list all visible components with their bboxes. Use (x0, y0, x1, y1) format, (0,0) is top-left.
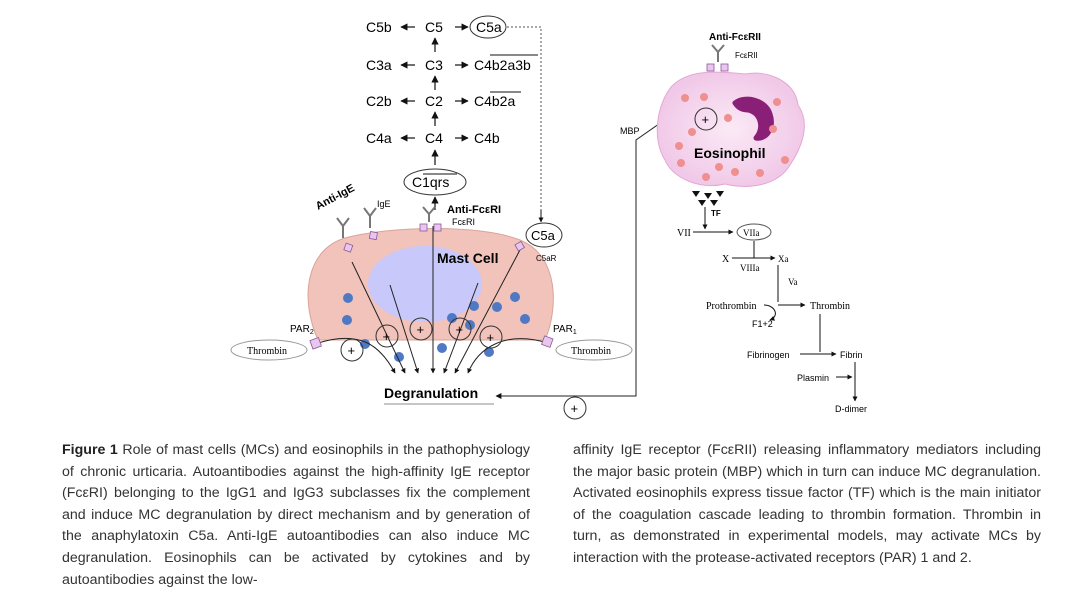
xa-label: Xa (778, 254, 789, 264)
plus-sign: + (571, 401, 579, 416)
c5a-badge-label: C5a (531, 228, 556, 243)
plus-sign: + (348, 343, 356, 358)
plasmin-label: Plasmin (797, 373, 829, 383)
mbp-feedback: MBP + (495, 111, 677, 420)
c1qrs-label: C1qrs (412, 174, 449, 190)
eosinophil-granules (675, 93, 789, 181)
eosinophil: + Eosinophil Anti-FcεRII FcεRII (656, 32, 805, 187)
viia-ellipse (736, 223, 772, 241)
mast-cell: Mast Cell + + (230, 182, 633, 405)
ddimer-label: D-dimer (835, 404, 867, 414)
eosinophil-nucleus (732, 96, 774, 141)
fcerii-receptors (706, 63, 729, 72)
fcerii-label: FcεRII (735, 51, 758, 60)
fibrin-label: Fibrin (840, 350, 863, 360)
antibody-icon (711, 44, 725, 62)
anti-fcerii-label: Anti-FcεRII (709, 32, 761, 43)
f12-label: F1+2 (752, 319, 773, 329)
c4b-label: C4b (474, 130, 500, 146)
fibrinogen-label: Fibrinogen (747, 350, 790, 360)
eosinophil-body (656, 71, 805, 187)
viiia-label: VIIIa (740, 263, 760, 273)
plus-circles: + + + + + (340, 317, 503, 362)
activation-lines (317, 226, 549, 374)
eosinophil-title: Eosinophil (694, 145, 766, 161)
anti-ige-label: Anti-IgE (314, 182, 357, 212)
c4b2a3b-label: C4b2a3b (474, 57, 531, 73)
c3a-label: C3a (366, 57, 392, 73)
complement-cascade: C5b C5 C5a C3a C3 C4b2a3b C2b C2 C4b2a C… (366, 15, 544, 223)
caption-right-column: affinity IgE receptor (FcεRII) releasing… (573, 440, 1041, 570)
caption-text-right: affinity IgE receptor (FcεRII) releasing… (573, 442, 1041, 566)
figure-label: Figure 1 (62, 442, 118, 458)
anti-fceri-label: Anti-FcεRI (447, 204, 501, 216)
c5a-dotted-path (507, 26, 542, 219)
plus-sign: + (487, 330, 495, 345)
par2-label: PAR2 (290, 324, 314, 336)
c1qrs-ellipse (403, 168, 467, 196)
pathophysiology-diagram: C5b C5 C5a C3a C3 C4b2a3b C2b C2 C4b2a C… (230, 15, 867, 420)
prothrombin-label: Prothrombin (706, 301, 757, 312)
thrombin-right-ellipse (555, 339, 633, 361)
ige-label: IgE (377, 199, 391, 209)
c5b-label: C5b (366, 19, 392, 35)
c4a-label: C4a (366, 130, 392, 146)
thrombin-left-ellipse (230, 339, 308, 361)
c5a-badge (525, 222, 563, 248)
va-label: Va (788, 277, 798, 287)
caption-left-column: Figure 1 Role of mast cells (MCs) and eo… (62, 440, 530, 591)
degranulation-label: Degranulation (384, 385, 478, 401)
c4b2a-label: C4b2a (474, 93, 515, 109)
c3-label: C3 (425, 57, 443, 73)
thrombin-right-label: Thrombin (571, 346, 611, 357)
mast-cell-title: Mast Cell (437, 250, 498, 266)
c5a-label: C5a (476, 19, 502, 35)
plus-sign: + (456, 322, 464, 337)
x-label: X (722, 254, 730, 265)
plus-sign: + (417, 322, 425, 337)
viia-label: VIIa (743, 228, 760, 238)
mast-cell-nucleus (368, 246, 482, 322)
c5-label: C5 (425, 19, 443, 35)
tf-label: TF (711, 209, 721, 218)
c5a-ellipse (469, 15, 507, 39)
fceri-label: FcεRI (452, 217, 475, 227)
par1-label: PAR1 (553, 324, 577, 336)
thrombin-label: Thrombin (810, 301, 850, 312)
mbp-label: MBP (620, 126, 640, 136)
antibody-icon (336, 206, 436, 238)
c2-label: C2 (425, 93, 443, 109)
coagulation-cascade: TF VII VIIa X VIIIa Xa Va Prothrombin Th… (677, 191, 867, 414)
vii-label: VII (677, 228, 691, 239)
plus-sign: + (702, 112, 710, 127)
membrane-receptors (309, 223, 554, 350)
plus-sign: + (383, 329, 391, 344)
c5ar-label: C5aR (536, 254, 557, 263)
c2b-label: C2b (366, 93, 392, 109)
thrombin-left-label: Thrombin (247, 346, 287, 357)
caption-text-left: Role of mast cells (MCs) and eosinophils… (62, 442, 531, 588)
tf-markers (692, 191, 724, 206)
c4-label: C4 (425, 130, 443, 146)
